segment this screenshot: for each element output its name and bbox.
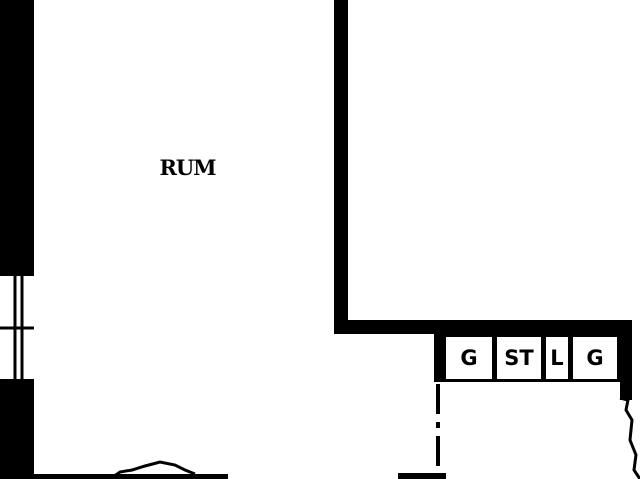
- cabinet-cell-2: [497, 337, 541, 379]
- bottom-rough-edge: [109, 460, 196, 479]
- fixture-label: G: [586, 346, 604, 370]
- bottom-wall-left: [34, 474, 228, 479]
- cabinet-cell-3: [546, 337, 568, 379]
- fixture-label: G: [460, 346, 478, 370]
- cabinet-block: [434, 334, 620, 382]
- left-wall-window: [0, 276, 34, 379]
- left-wall-lower: [0, 379, 34, 479]
- fixture-label: L: [550, 346, 564, 370]
- room-label: RUM: [159, 155, 216, 180]
- center-wall: [334, 0, 348, 334]
- bottom-wall-right: [398, 473, 446, 479]
- fixture-label: ST: [504, 346, 534, 370]
- left-wall-upper: [0, 0, 34, 276]
- cabinet-cell-4: [573, 337, 617, 379]
- horizontal-wall: [334, 320, 632, 334]
- right-wall: [620, 320, 632, 400]
- cabinet-cell-1: [446, 337, 492, 379]
- right-edge-rough: [619, 396, 640, 479]
